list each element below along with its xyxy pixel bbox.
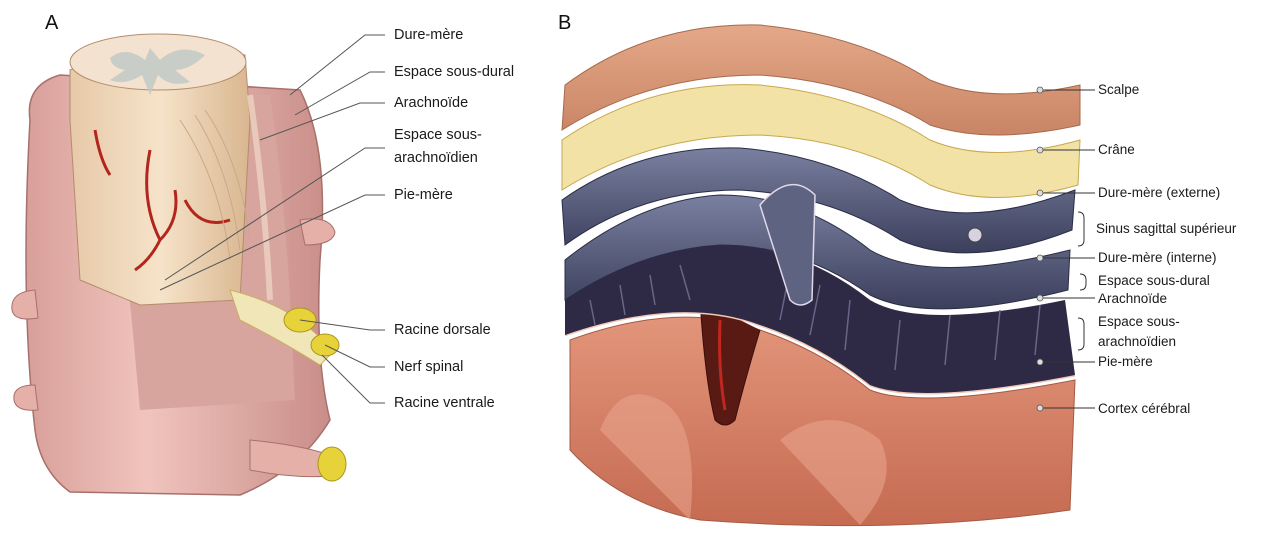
leader-dots-b: [1037, 87, 1043, 411]
spinal-nerve-section: [318, 447, 346, 481]
label-b-dura-int: Dure-mère (interne): [1098, 249, 1217, 267]
label-b-subarachnoid-2: arachnoïdien: [1098, 333, 1176, 351]
spinal-cord-illustration: [12, 34, 346, 495]
label-a-subarachnoid-2: arachnoïdien: [394, 149, 478, 167]
meninges-illustration: [562, 25, 1080, 526]
label-a-pia: Pie-mère: [394, 186, 453, 204]
label-b-pia: Pie-mère: [1098, 353, 1153, 371]
label-b-subarachnoid-1: Espace sous-: [1098, 313, 1180, 331]
label-b-skull: Crâne: [1098, 141, 1135, 159]
label-a-subarachnoid-1: Espace sous-: [394, 126, 482, 144]
panel-b-letter: B: [558, 12, 571, 35]
label-a-spinal-nerve: Nerf spinal: [394, 358, 463, 376]
label-b-dura-ext: Dure-mère (externe): [1098, 184, 1220, 202]
bracket-subarachnoid: [1078, 318, 1084, 350]
label-b-scalp: Scalpe: [1098, 81, 1139, 99]
label-a-arachnoid: Arachnoïde: [394, 94, 468, 112]
label-a-ventral-root: Racine ventrale: [394, 394, 495, 412]
bracket-sinus: [1078, 212, 1084, 246]
label-b-sinus: Sinus sagittal supérieur: [1096, 220, 1236, 238]
bracket-subdural: [1080, 274, 1086, 290]
label-a-dura: Dure-mère: [394, 26, 463, 44]
label-b-arachnoid: Arachnoïde: [1098, 290, 1167, 308]
label-a-dorsal-root: Racine dorsale: [394, 321, 491, 339]
label-a-subdural: Espace sous-dural: [394, 63, 514, 81]
panel-a-letter: A: [45, 12, 58, 35]
label-b-cortex: Cortex cérébral: [1098, 400, 1190, 418]
label-b-subdural: Espace sous-dural: [1098, 272, 1210, 290]
